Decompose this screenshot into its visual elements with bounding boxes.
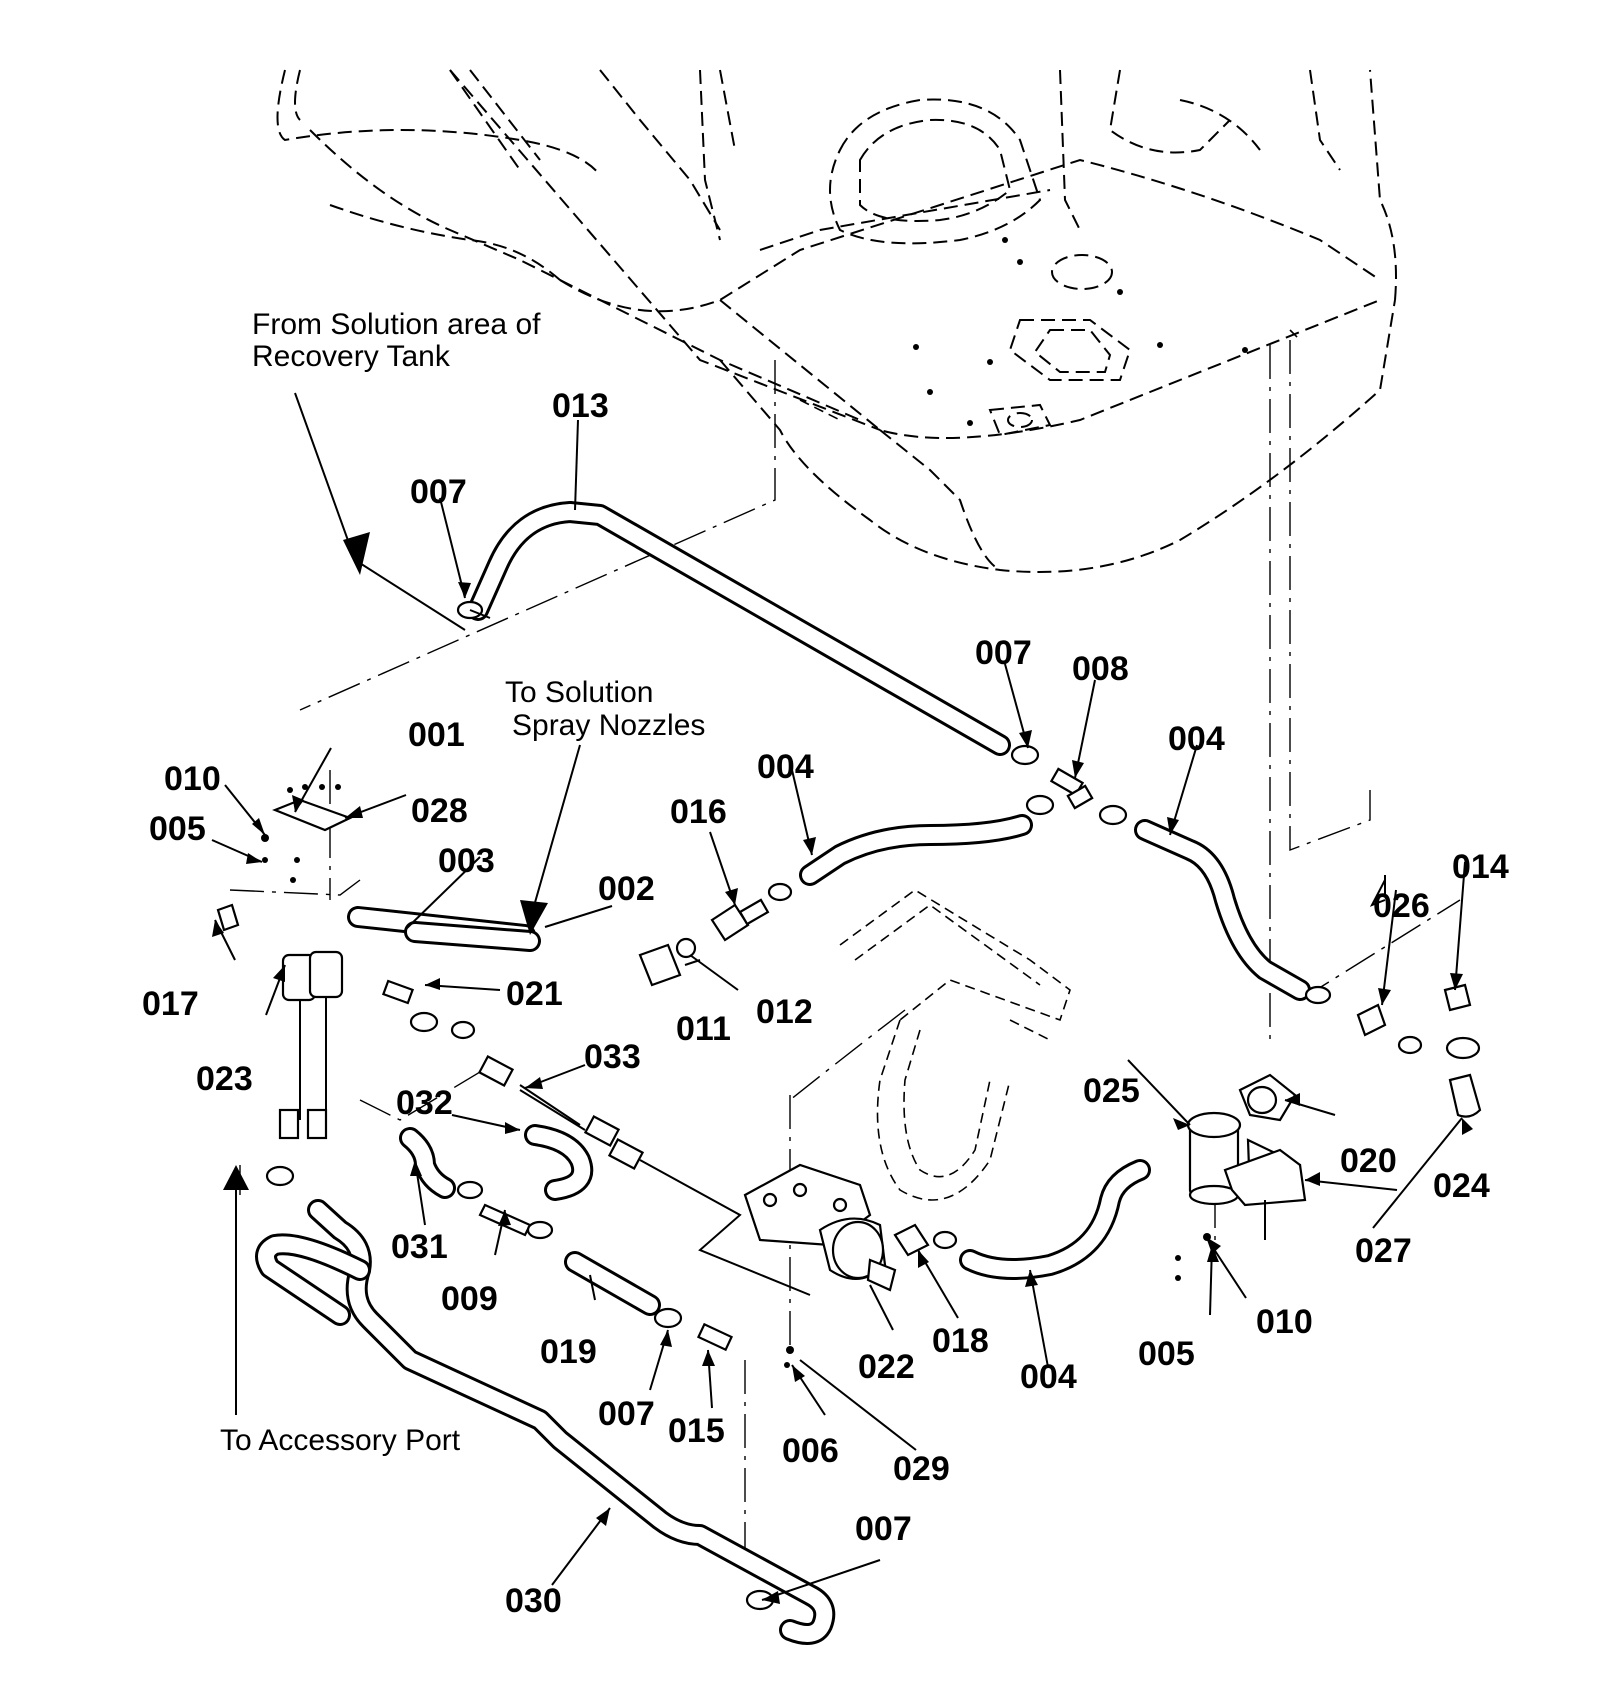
label-007: 007 <box>410 473 467 511</box>
label-008: 008 <box>1072 650 1129 688</box>
label-002: 002 <box>598 870 655 908</box>
note-to-spray-line2: Spray Nozzles <box>512 709 705 742</box>
label-004: 004 <box>757 748 814 786</box>
label-005: 005 <box>1138 1335 1195 1373</box>
label-022: 022 <box>858 1348 915 1386</box>
label-009: 009 <box>441 1280 498 1318</box>
label-014: 014 <box>1452 848 1509 886</box>
label-003: 003 <box>438 842 495 880</box>
label-020: 020 <box>1340 1142 1397 1180</box>
label-007: 007 <box>975 634 1032 672</box>
label-005: 005 <box>149 810 206 848</box>
label-025: 025 <box>1083 1072 1140 1110</box>
label-021: 021 <box>506 975 563 1013</box>
fittings <box>216 600 1482 1611</box>
label-032: 032 <box>396 1084 453 1122</box>
label-031: 031 <box>391 1228 448 1266</box>
note-from-solution-line2: Recovery Tank <box>252 340 451 373</box>
part-labels: 001 002 003 004 004 004 005 005 006 007 … <box>142 387 1509 1620</box>
label-010: 010 <box>1256 1303 1313 1341</box>
label-011: 011 <box>676 1010 731 1048</box>
label-028: 028 <box>411 792 468 830</box>
label-012: 012 <box>756 993 813 1031</box>
label-007: 007 <box>855 1510 912 1548</box>
note-from-solution-line1: From Solution area of <box>252 308 541 341</box>
label-029: 029 <box>893 1450 950 1488</box>
centerlines <box>229 340 1461 1560</box>
label-004: 004 <box>1020 1358 1077 1396</box>
label-018: 018 <box>932 1322 989 1360</box>
label-013: 013 <box>552 387 609 425</box>
machine-body-outline <box>276 69 1397 573</box>
hoses <box>255 501 1311 1645</box>
frame-bracket-outline <box>839 889 1071 1201</box>
note-to-accessory-port: To Accessory Port <box>220 1424 461 1457</box>
label-030: 030 <box>505 1582 562 1620</box>
label-007: 007 <box>598 1395 655 1433</box>
leader-arrowheads <box>212 582 1473 1604</box>
label-026: 026 <box>1373 887 1430 925</box>
label-016: 016 <box>670 793 727 831</box>
annotation-notes: From Solution area of Recovery Tank To S… <box>220 308 705 1457</box>
label-033: 033 <box>584 1038 641 1076</box>
label-027: 027 <box>1355 1232 1412 1270</box>
note-to-spray-line1: To Solution <box>505 676 653 709</box>
pump-022 <box>743 1163 897 1292</box>
label-017: 017 <box>142 985 199 1023</box>
label-006: 006 <box>782 1432 839 1470</box>
label-023: 023 <box>196 1060 253 1098</box>
label-015: 015 <box>668 1412 725 1450</box>
label-001: 001 <box>408 716 465 754</box>
label-010: 010 <box>164 760 221 798</box>
label-024: 024 <box>1433 1167 1490 1205</box>
label-019: 019 <box>540 1333 597 1371</box>
label-004: 004 <box>1168 720 1225 758</box>
